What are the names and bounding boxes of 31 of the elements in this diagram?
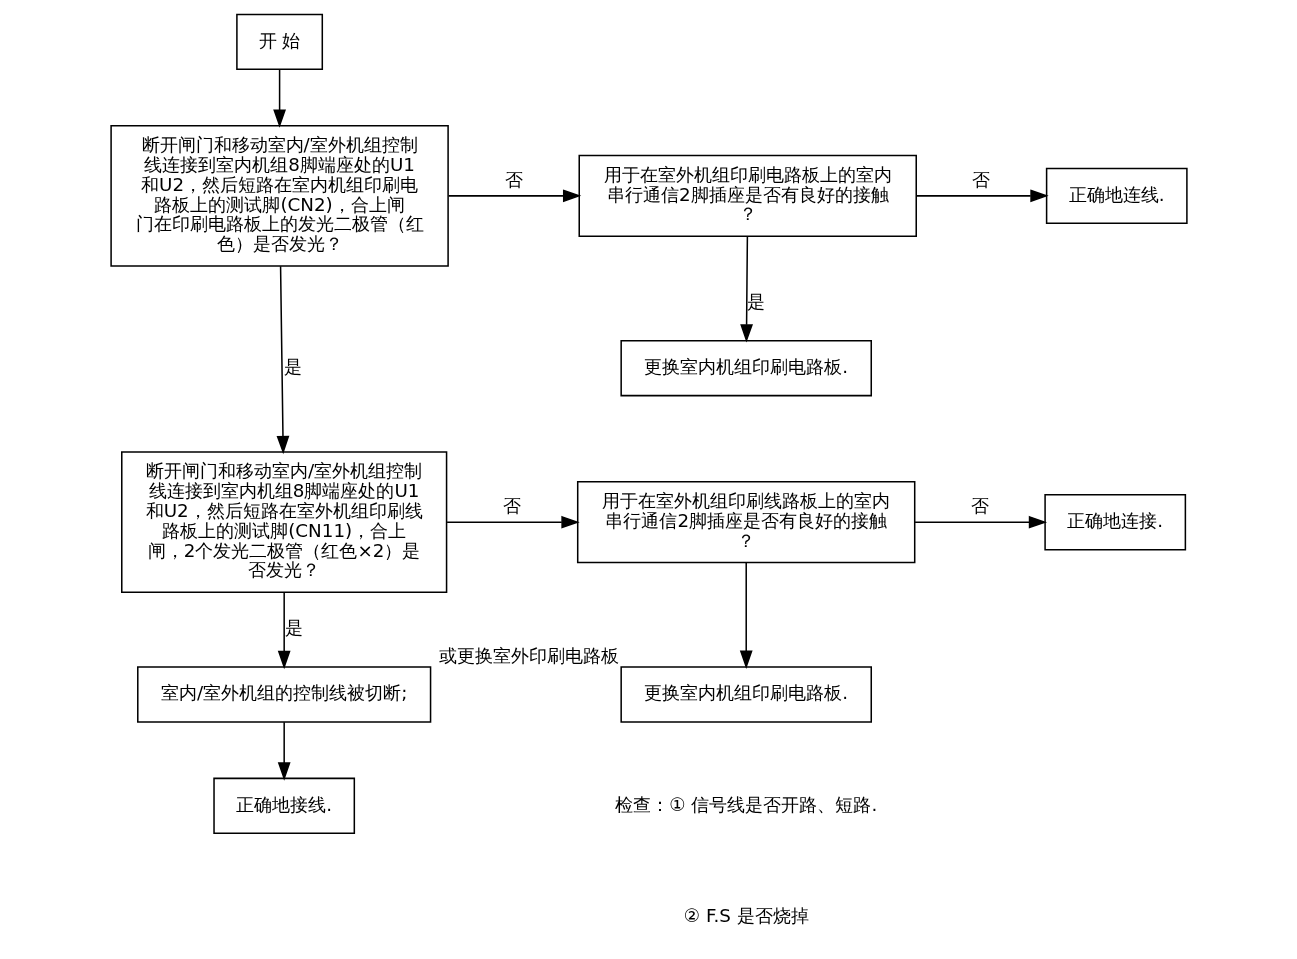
node-box: 用于在室外机组印刷电路板上的室内串行通信2脚插座是否有良好的接触？ [578, 154, 917, 238]
edge-label: 是 [284, 617, 303, 639]
label: 检查：① 信号线是否开路、短路. [614, 793, 877, 815]
edge-label: 是 [746, 291, 765, 313]
arrow [276, 265, 289, 455]
node-box: 正确地连线. [1045, 167, 1188, 225]
arrow [277, 591, 291, 670]
edge-label: 否 [970, 495, 989, 517]
arrow [739, 235, 753, 343]
node-box: 正确地连接. [1043, 494, 1186, 551]
arrow [739, 562, 753, 669]
arrow [915, 189, 1049, 203]
arrow [913, 515, 1047, 529]
node-box: 开 始 [235, 13, 323, 71]
label: ② F.S 是否烧掉 [683, 904, 809, 926]
arrow [277, 721, 291, 781]
arrow [447, 189, 581, 203]
node-box: 更换室内机组印刷电路板. [619, 340, 872, 397]
node-box: 更换室内机组印刷电路板. [619, 666, 872, 723]
node-box: 室内/室外机组的控制线被切断; [136, 666, 431, 723]
edge-label: 否 [504, 169, 523, 191]
edge-label: 是 [283, 355, 302, 377]
node-box: 断开闸门和移动室内/室外机组控制线连接到室内机组8脚端座处的U1和U2，然后短路在室内机组印刷电路板上的测试脚(CN2)，合上闸门在印刷电路板上的发光二极管（红色）是否发光？ [109, 124, 449, 267]
node-box: 正确地接线. [212, 777, 355, 835]
node-box: 断开闸门和移动室内/室外机组控制线连接到室内机组8脚端座处的U1和U2，然后短路在室外机组印刷线路板上的测试脚(CN11)，合上闸，2个发光二极管（红色×2）是否发光？ [120, 451, 447, 594]
edge-label: 否 [502, 495, 521, 517]
edge-label: 否 [971, 169, 990, 191]
node-box: 用于在室外机组印刷线路板上的室内串行通信2脚插座是否有良好的接触？ [576, 481, 915, 564]
arrow [272, 68, 286, 128]
node-label: 或更换室外印刷电路板 [438, 644, 619, 666]
arrow [445, 515, 580, 529]
